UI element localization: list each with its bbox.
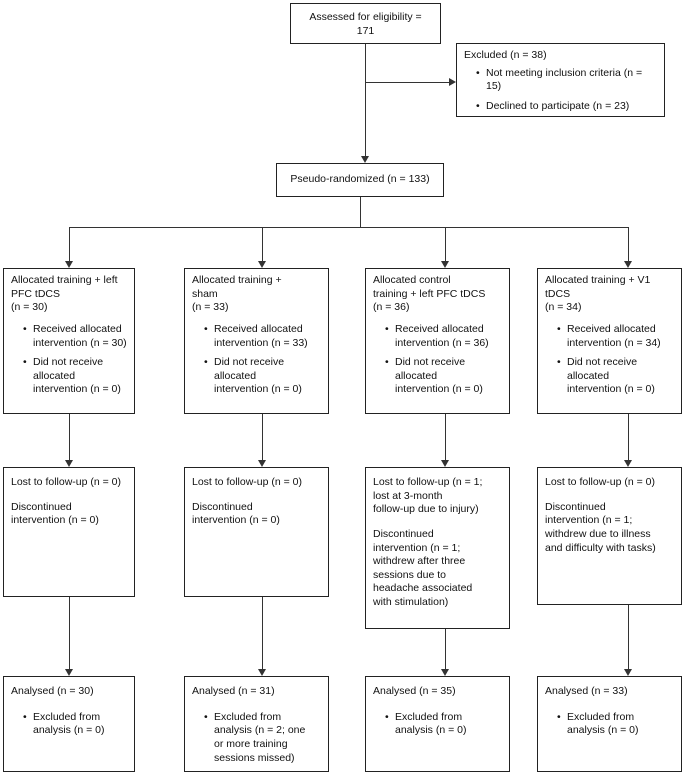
connector bbox=[69, 597, 70, 669]
connector bbox=[365, 44, 366, 156]
analysis-box: Analysed (n = 33) Excluded fromanalysis … bbox=[537, 676, 682, 772]
arrow bbox=[624, 460, 632, 467]
analysis-box: Analysed (n = 31) Excluded fromanalysis … bbox=[184, 676, 329, 772]
connector bbox=[628, 414, 629, 460]
randomized-label: Pseudo-randomized (n = 133) bbox=[290, 173, 430, 185]
arrow bbox=[624, 261, 632, 268]
arrow bbox=[449, 78, 456, 86]
followup-lost: Lost to follow-up (n = 0) bbox=[11, 476, 122, 488]
arrow bbox=[258, 261, 266, 268]
analysis-title: Analysed (n = 33) bbox=[545, 685, 628, 697]
allocation-box: Allocated training +sham(n = 33) Receive… bbox=[184, 268, 329, 414]
connector bbox=[628, 227, 629, 261]
connector bbox=[445, 414, 446, 460]
analysis-title: Analysed (n = 31) bbox=[192, 685, 275, 697]
connector bbox=[262, 597, 263, 669]
connector bbox=[262, 414, 263, 460]
allocation-title: tDCS bbox=[545, 287, 571, 300]
eligibility-box: Assessed for eligibility = 171 bbox=[290, 3, 441, 44]
connector bbox=[445, 629, 446, 669]
eligibility-line2: 171 bbox=[356, 24, 375, 37]
allocation-title: Allocated control bbox=[373, 274, 451, 286]
excluded-item: Not meeting inclusion criteria (n = 15) bbox=[476, 67, 657, 94]
arrow bbox=[258, 669, 266, 676]
arrow bbox=[65, 669, 73, 676]
allocation-title: Allocated training + left bbox=[11, 274, 118, 286]
allocation-title: training + left PFC tDCS bbox=[373, 287, 486, 300]
connector bbox=[69, 227, 628, 228]
randomized-box: Pseudo-randomized (n = 133) bbox=[276, 163, 444, 197]
analysis-title: Analysed (n = 30) bbox=[11, 685, 94, 697]
allocation-title: sham bbox=[192, 287, 218, 300]
followup-box: Lost to follow-up (n = 1;lost at 3-month… bbox=[365, 467, 510, 629]
arrow bbox=[441, 460, 449, 467]
followup-lost: Lost to follow-up (n = 1;lost at 3-month… bbox=[373, 476, 483, 516]
connector bbox=[262, 227, 263, 261]
allocation-title: (n = 30) bbox=[11, 301, 48, 314]
excluded-box: Excluded (n = 38) Not meeting inclusion … bbox=[456, 43, 665, 117]
analysis-box: Analysed (n = 35) Excluded fromanalysis … bbox=[365, 676, 510, 772]
arrow bbox=[441, 261, 449, 268]
connector bbox=[445, 227, 446, 261]
connector bbox=[69, 414, 70, 460]
followup-lost: Lost to follow-up (n = 0) bbox=[192, 476, 303, 488]
excluded-item: Declined to participate (n = 23) bbox=[476, 100, 657, 114]
eligibility-line1: Assessed for eligibility = bbox=[309, 11, 422, 23]
allocation-title: (n = 36) bbox=[373, 301, 410, 314]
allocation-title: Allocated training + V1 bbox=[545, 274, 651, 286]
followup-lost: Lost to follow-up (n = 0) bbox=[545, 476, 656, 488]
arrow bbox=[258, 460, 266, 467]
allocation-title: (n = 33) bbox=[192, 301, 229, 314]
connector bbox=[365, 82, 450, 83]
allocation-title: PFC tDCS bbox=[11, 287, 61, 300]
connector bbox=[628, 605, 629, 669]
analysis-box: Analysed (n = 30) Excluded fromanalysis … bbox=[3, 676, 135, 772]
connector bbox=[360, 197, 361, 227]
connector bbox=[69, 227, 70, 261]
arrow bbox=[65, 261, 73, 268]
allocation-title: Allocated training + bbox=[192, 274, 282, 286]
excluded-title: Excluded (n = 38) bbox=[464, 49, 547, 61]
analysis-title: Analysed (n = 35) bbox=[373, 685, 456, 697]
arrow bbox=[65, 460, 73, 467]
allocation-title: (n = 34) bbox=[545, 301, 582, 314]
arrow bbox=[441, 669, 449, 676]
arrow bbox=[624, 669, 632, 676]
arrow bbox=[361, 156, 369, 163]
